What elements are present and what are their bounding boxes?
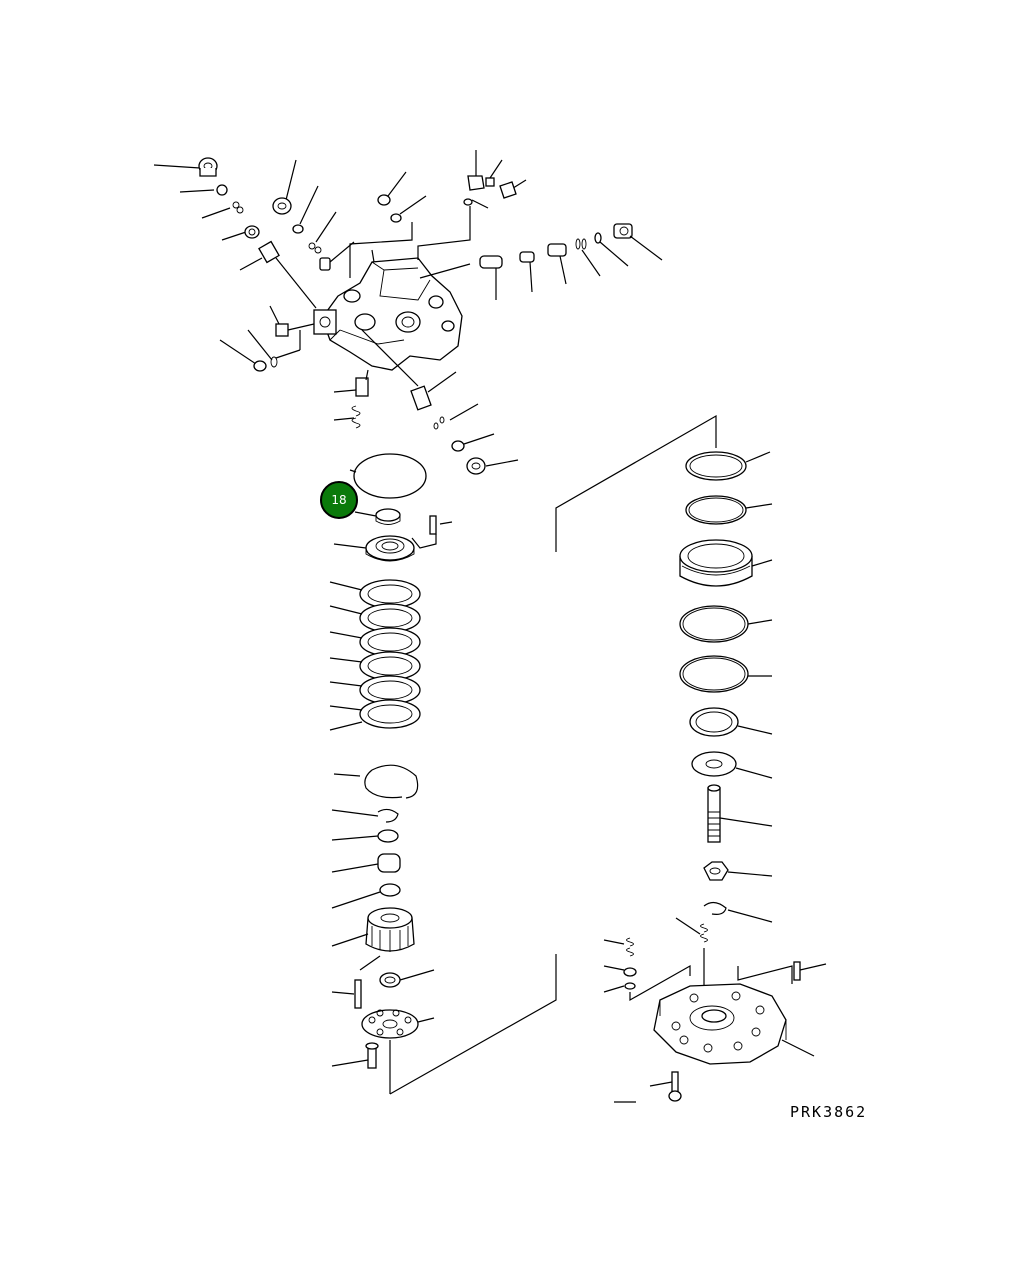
callout-18-marker[interactable]: 18 — [320, 481, 358, 519]
top-fittings — [153, 150, 663, 475]
friction-plate-stack — [329, 579, 421, 731]
valve-cover-assembly — [313, 257, 463, 371]
right-parts-column — [555, 414, 827, 1103]
left-parts-column — [329, 453, 557, 1095]
diagram-reference-code: PRK3862 — [790, 1103, 868, 1121]
